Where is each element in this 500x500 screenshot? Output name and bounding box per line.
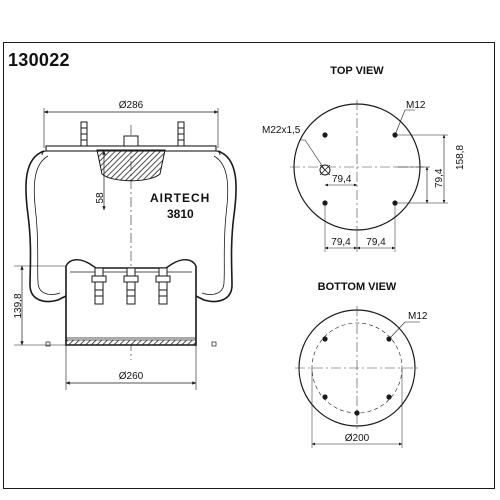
- leader-m22: [300, 139, 326, 171]
- dim-200-label: Ø200: [345, 433, 370, 444]
- leader-m12-bottom: [388, 321, 420, 340]
- top-center-boss: [123, 135, 139, 147]
- air-fitting-label: M22x1,5: [262, 125, 301, 136]
- side-view: [14, 108, 237, 390]
- model-label: 3810: [167, 207, 194, 221]
- dim-top-plate-label: Ø286: [119, 100, 144, 111]
- dim-piston-label: Ø260: [119, 371, 144, 382]
- brand-label: AIRTECH: [150, 191, 210, 205]
- part-number: 130022: [8, 50, 70, 70]
- top-studs: [80, 121, 185, 147]
- top-view-title: TOP VIEW: [330, 65, 384, 77]
- top-view-holes: [322, 132, 398, 206]
- dim-height-label: 139,8: [13, 293, 24, 318]
- dim-1588-label: 158,8: [455, 145, 466, 170]
- bellows-outer: [25, 150, 67, 303]
- drawing-frame: [3, 42, 495, 489]
- top-view: [290, 100, 448, 252]
- bottom-bolts: [91, 267, 171, 305]
- bead-plate: [96, 149, 166, 182]
- dim-794-left-label: 79,4: [331, 237, 351, 248]
- top-thread-label: M12: [406, 100, 426, 111]
- bottom-view: [295, 306, 420, 448]
- bottom-thread-label: M12: [408, 311, 428, 322]
- leader-m12-top: [394, 109, 415, 136]
- dim-794-right-label: 79,4: [366, 237, 386, 248]
- bottom-view-title: BOTTOM VIEW: [318, 281, 397, 293]
- dim-794-fitting-label: 79,4: [332, 174, 352, 185]
- dim-58-label: 58: [95, 192, 106, 204]
- dim-794-vertical-label: 79,4: [434, 168, 445, 188]
